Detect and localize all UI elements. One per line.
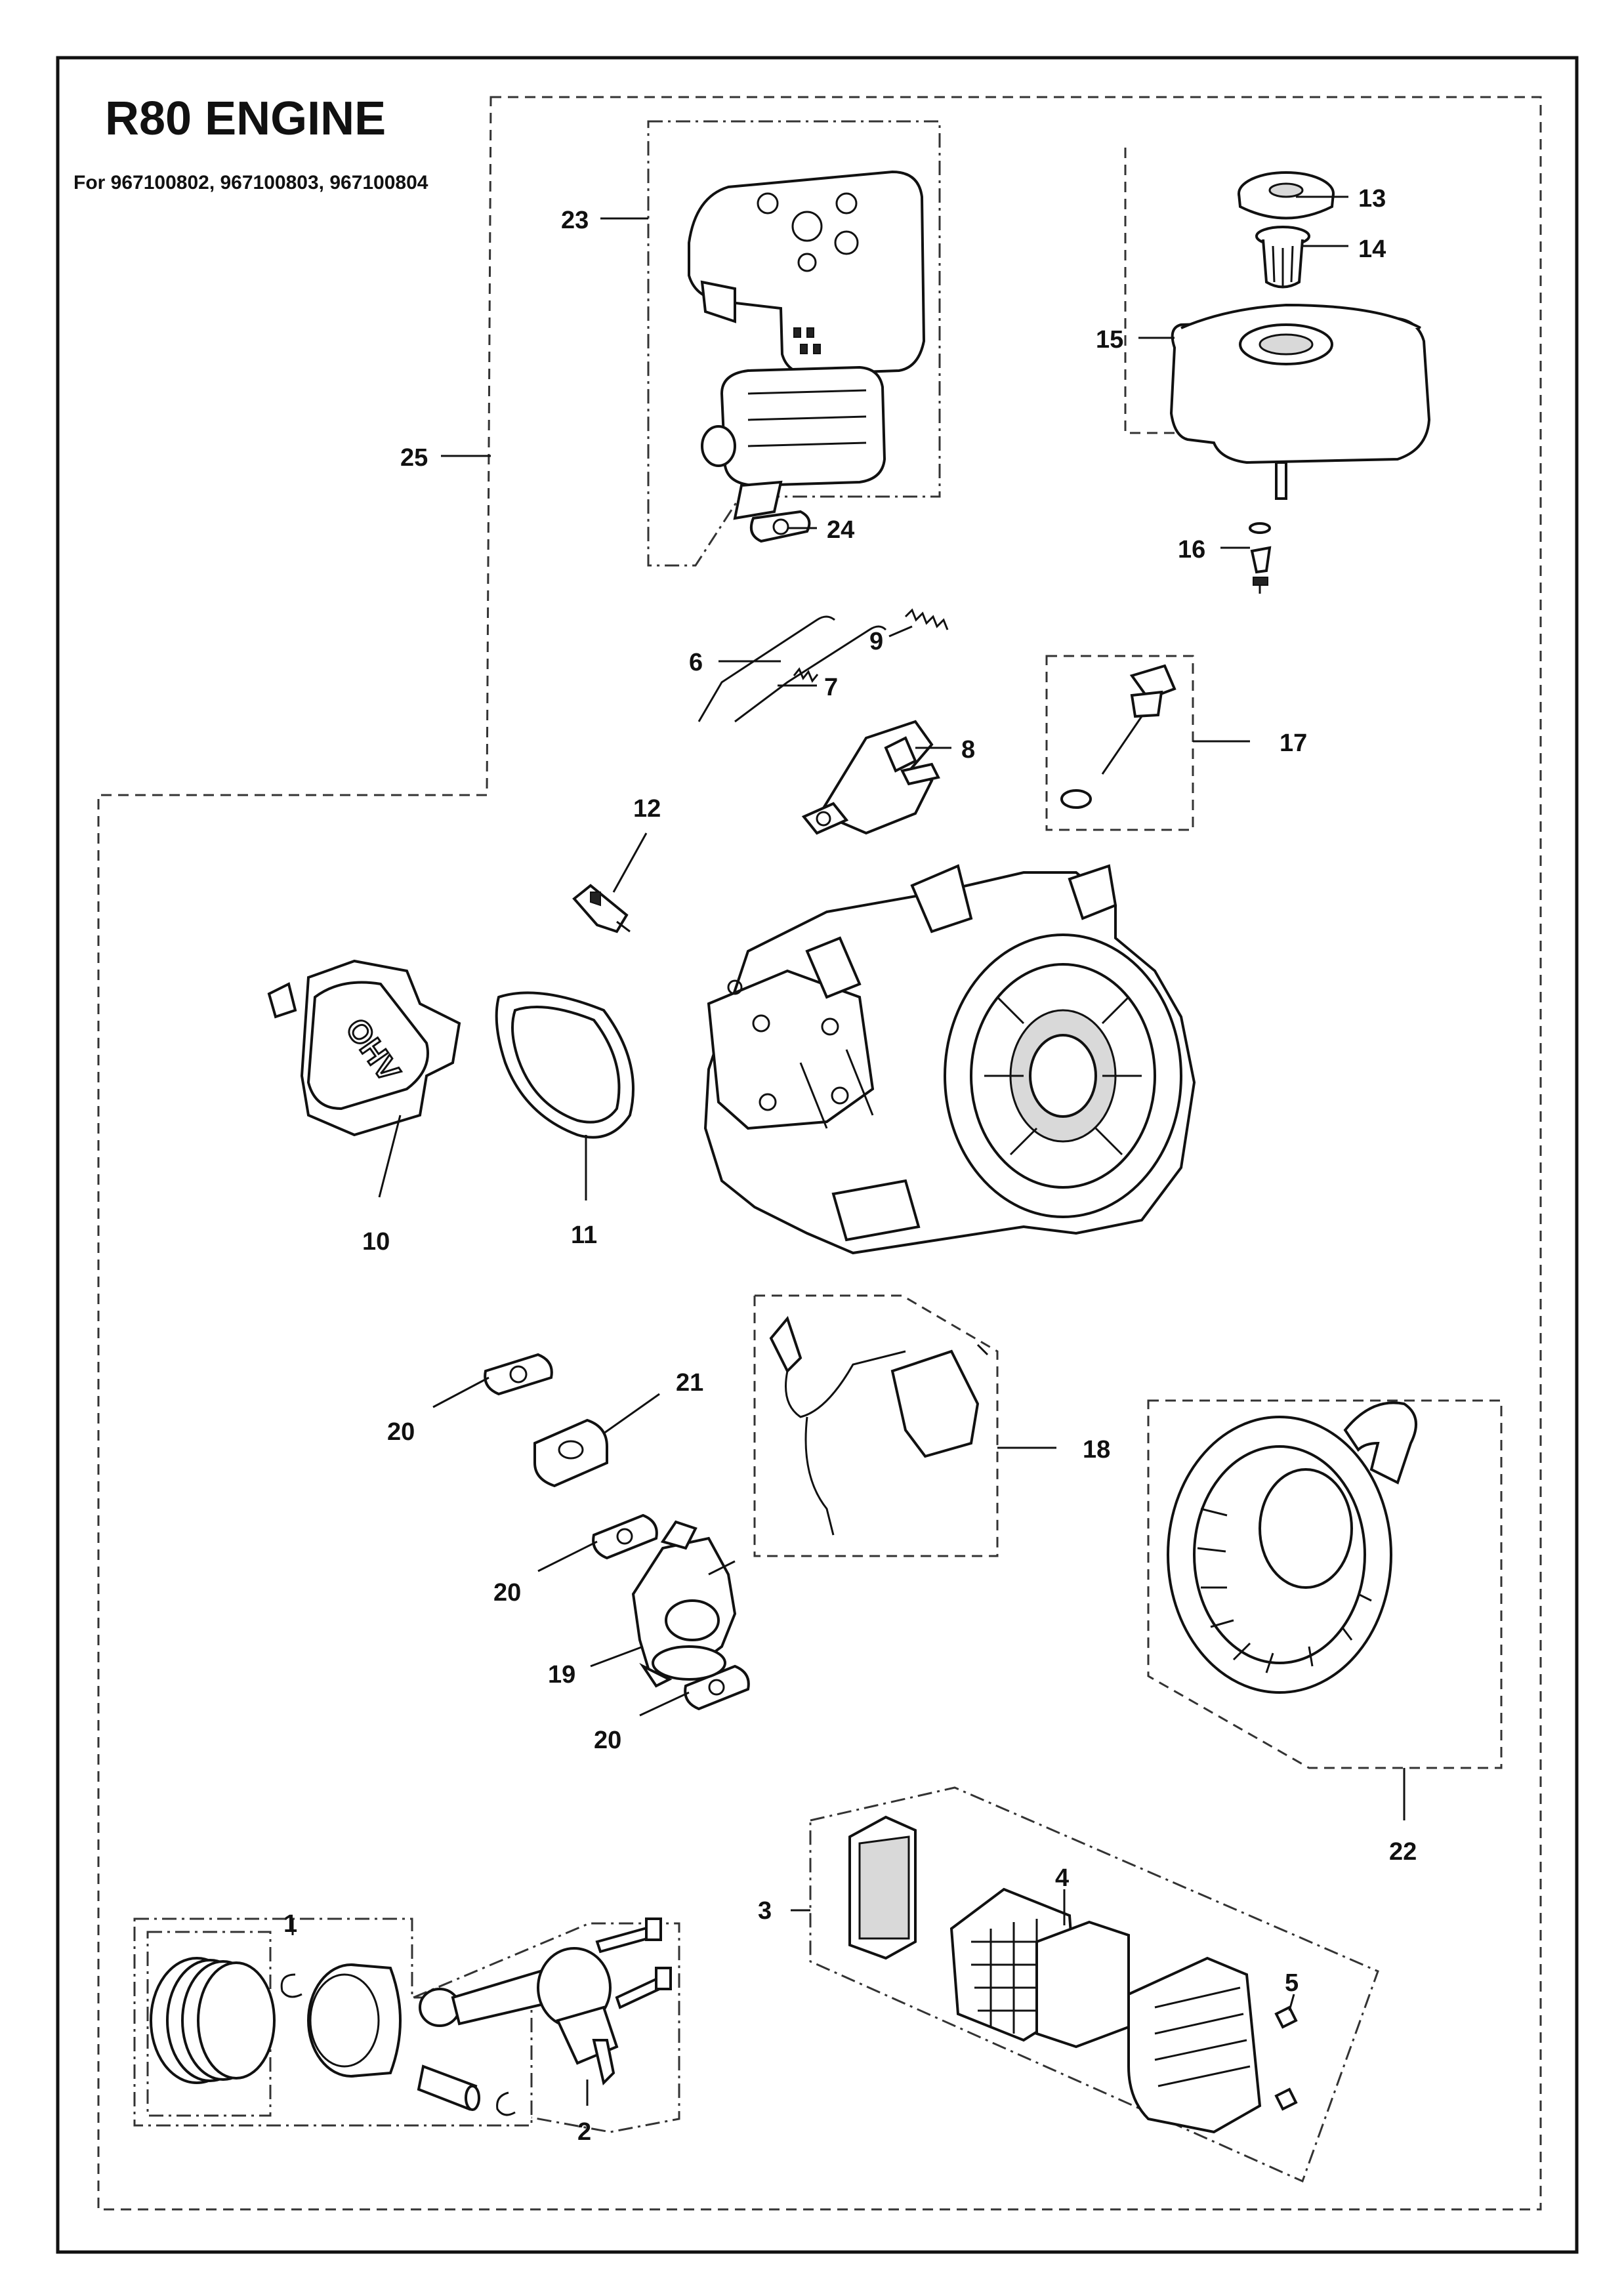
valve-cover-gasket bbox=[495, 991, 635, 1139]
callout-23: 23 bbox=[561, 207, 589, 234]
callout-22: 22 bbox=[1389, 1838, 1417, 1866]
diagram-title: R80 ENGINE bbox=[105, 92, 386, 145]
carb-gasket-upper bbox=[592, 1513, 658, 1560]
wing-nut bbox=[1274, 2005, 1298, 2111]
callout-21: 21 bbox=[676, 1369, 703, 1397]
air-cleaner-cover bbox=[1127, 1956, 1262, 2134]
callout-8: 8 bbox=[961, 736, 975, 764]
callout-19: 19 bbox=[548, 1661, 575, 1689]
governor-rod bbox=[697, 615, 835, 722]
callout-13: 13 bbox=[1358, 185, 1386, 213]
callout-18: 18 bbox=[1083, 1436, 1110, 1464]
callout-2: 2 bbox=[577, 2118, 591, 2146]
recoil-group-boundary bbox=[1147, 1399, 1503, 1769]
governor-spring-rod bbox=[734, 625, 887, 723]
callout-12: 12 bbox=[633, 795, 661, 823]
callout-25: 25 bbox=[400, 444, 428, 472]
callout-6: 6 bbox=[689, 649, 703, 676]
callout-11: 11 bbox=[571, 1221, 597, 1249]
intake-gasket-upper bbox=[484, 1353, 553, 1396]
ignition-group-boundary bbox=[753, 1294, 999, 1557]
ignition-coil bbox=[769, 1315, 989, 1536]
insulator-spacer bbox=[533, 1418, 608, 1488]
fuel-cap bbox=[1238, 171, 1335, 220]
recoil-starter bbox=[1167, 1401, 1417, 1694]
callout-4: 4 bbox=[1055, 1864, 1069, 1892]
piston-pin bbox=[417, 2064, 480, 2111]
callout-14: 14 bbox=[1358, 236, 1386, 263]
callout-5: 5 bbox=[1285, 1969, 1299, 1997]
piston-rings bbox=[150, 1957, 276, 2084]
callout-7: 7 bbox=[824, 674, 838, 701]
carburetor bbox=[631, 1520, 737, 1688]
callout-20a: 20 bbox=[387, 1418, 415, 1446]
ring-set-boundary bbox=[146, 1931, 272, 2117]
piston-pin-clip-upper bbox=[280, 1973, 302, 1998]
valve-cover: OHV bbox=[267, 959, 461, 1137]
air-cleaner-base bbox=[848, 1815, 917, 1960]
callout-1: 1 bbox=[283, 1910, 297, 1938]
fuel-strainer bbox=[1255, 226, 1310, 289]
model-numbers: For 967100802, 967100803, 967100804 bbox=[73, 172, 428, 194]
conrod-group-boundary bbox=[413, 1922, 680, 2133]
callout-20b: 20 bbox=[493, 1579, 521, 1607]
muffler-shield bbox=[688, 170, 926, 376]
callout-9: 9 bbox=[869, 628, 883, 655]
conrod-bolts bbox=[595, 1917, 672, 2009]
control-bracket bbox=[801, 720, 940, 835]
callout-16: 16 bbox=[1178, 536, 1205, 564]
air-filter-element bbox=[1035, 1920, 1130, 2049]
muffler bbox=[701, 365, 886, 520]
fuel-valve bbox=[1249, 522, 1272, 594]
callout-20c: 20 bbox=[594, 1727, 621, 1754]
air-cleaner-group-boundary bbox=[809, 1786, 1379, 2183]
callout-3: 3 bbox=[758, 1897, 772, 1925]
short-block bbox=[703, 864, 1196, 1255]
engine-kit-boundary bbox=[97, 96, 1542, 2211]
callout-15: 15 bbox=[1096, 326, 1123, 354]
throttle-spring bbox=[904, 608, 949, 630]
callout-17: 17 bbox=[1280, 729, 1307, 757]
page-border bbox=[56, 56, 1579, 2254]
connecting-rod bbox=[419, 1947, 619, 2085]
oil-dipstick bbox=[1060, 664, 1176, 809]
spark-plug bbox=[572, 884, 631, 933]
fuel-tank bbox=[1169, 303, 1431, 500]
muffler-gasket bbox=[750, 510, 811, 543]
callout-10: 10 bbox=[362, 1228, 390, 1256]
callout-24: 24 bbox=[827, 516, 854, 544]
piston-pin-clip-lower bbox=[496, 2091, 516, 2116]
piston bbox=[307, 1963, 402, 2078]
carb-gasket-lower bbox=[684, 1664, 750, 1711]
